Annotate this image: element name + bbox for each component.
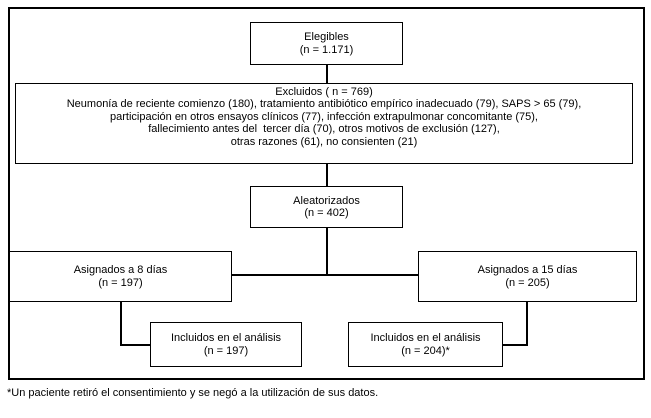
node-analysis-8-days-label: Incluidos en el análisis [170,332,282,344]
connector-excluded-randomized [326,164,328,186]
connector-arm15-down [526,302,528,346]
node-randomized-label: Aleatorizados [293,194,360,207]
connector-arm8-elbow [120,344,150,346]
connector-split-horizontal [232,274,419,276]
connector-arm15-elbow [503,344,528,346]
node-randomized-count: (n = 402) [304,207,349,219]
node-arm-8-days-label: Asignados a 8 días [73,264,168,276]
connector-arm8-down [120,302,122,346]
node-excluded-reason-4: otras razones (61), no consienten (21) [230,135,418,148]
node-arm-8-days-count: (n = 197) [98,276,143,289]
node-eligible: Elegibles (n = 1.171) [250,22,403,65]
node-arm-8-days: Asignados a 8 días (n = 197) [9,251,232,302]
node-analysis-15-days-count: (n = 204)* [401,344,450,357]
connector-randomized-split [326,228,328,276]
footnote: *Un paciente retiró el consentimiento y … [7,387,379,399]
node-excluded: Excluidos ( n = 769) Neumonía de recient… [15,83,633,164]
node-eligible-count: (n = 1.171) [299,43,354,56]
node-analysis-8-days-count: (n = 197) [203,344,249,357]
node-randomized: Aleatorizados (n = 402) [250,186,403,228]
node-arm-15-days: Asignados a 15 días (n = 205) [418,251,637,302]
connector-eligible-excluded [326,65,328,83]
node-analysis-8-days: Incluidos en el análisis (n = 197) [150,322,302,367]
node-excluded-reason-2: participación en otros ensayos clínicos … [110,110,538,123]
node-arm-15-days-label: Asignados a 15 días [477,264,578,276]
node-analysis-15-days-label: Incluidos en el análisis [370,332,481,344]
node-excluded-reason-1: Neumonía de reciente comienzo (180), tra… [66,98,582,111]
node-analysis-15-days: Incluidos en el análisis (n = 204)* [348,322,503,367]
node-arm-15-days-count: (n = 205) [505,276,550,289]
node-eligible-label: Elegibles [304,31,349,43]
node-excluded-reason-3: fallecimiento antes del tercer día (70),… [148,123,500,136]
node-excluded-label: Excluidos ( n = 769) [275,86,373,98]
